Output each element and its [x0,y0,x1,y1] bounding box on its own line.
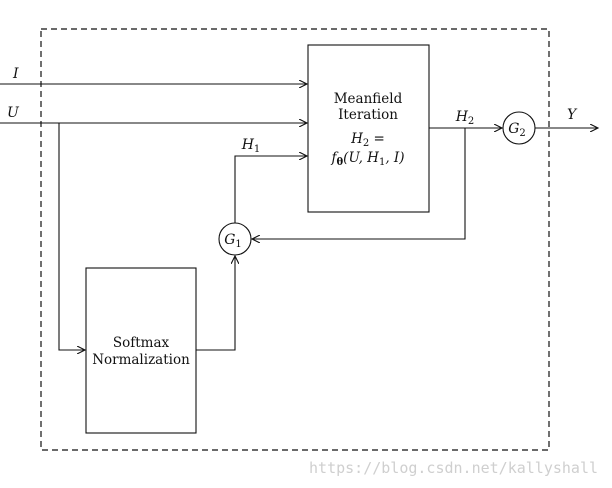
output-y-label: Y [567,107,578,123]
watermark-text: https://blog.csdn.net/kallyshall [309,459,598,477]
input-i-label: I [12,66,19,82]
softmax-to-g1-arrow [196,256,235,351]
feedback-arrow [252,128,466,239]
g1-node: G1 [218,222,252,256]
g1-label: G1 [224,232,242,250]
meanfield-equation-line2: fθ(U, H1, I) [331,150,405,168]
meanfield-equation-line1: H2 = [350,131,385,149]
meanfield-label-line2: Iteration [338,107,398,123]
g2-node: G2 [502,111,536,145]
h1-arrow [234,156,307,223]
g2-label: G2 [508,121,526,139]
softmax-box [85,267,197,434]
u-to-softmax-arrow [58,123,85,350]
system-boundary [40,28,550,451]
softmax-label-line1: Softmax [113,335,170,351]
input-u-label: U [7,105,20,121]
meanfield-label-line1: Meanfield [334,91,403,107]
h1-label: H1 [241,137,261,155]
softmax-label-line2: Normalization [92,352,190,368]
h2-label: H2 [455,109,475,127]
meanfield-block: Meanfield Iteration H2 = fθ(U, H1, I) [307,44,430,213]
meanfield-box [307,44,430,213]
softmax-block: Softmax Normalization [85,267,197,434]
